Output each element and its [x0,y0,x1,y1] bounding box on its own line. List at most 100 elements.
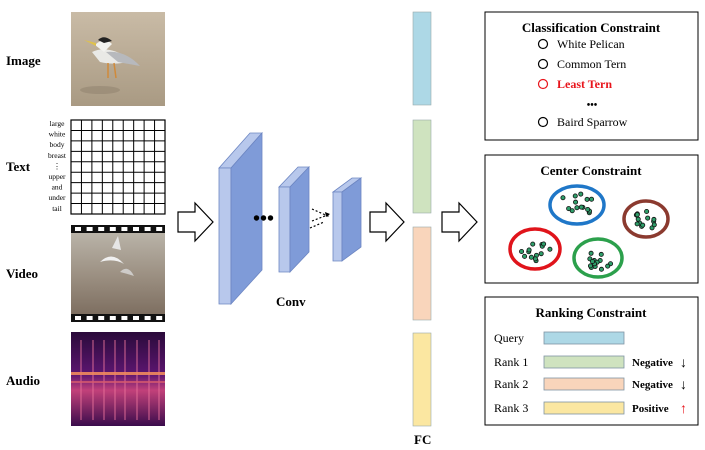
rank-tag: Positive [632,403,669,415]
rank-row-label: Query [494,331,524,345]
cluster-point [585,206,591,212]
cluster-point [528,254,534,260]
cluster-point [584,196,590,202]
cluster-point [634,212,640,218]
cluster-ring [572,237,624,279]
rank-feature-bar [543,331,625,345]
cluster-point [569,208,575,214]
video-thumbnail [71,225,165,322]
modality-label-text: Text [6,159,31,174]
text-word: large [50,119,66,128]
rank-row-label: Rank 3 [494,401,528,415]
text-word: breast [48,151,67,160]
cluster-point [634,221,640,227]
cluster-point [589,196,595,202]
cluster-point [532,256,538,262]
cluster-point [651,216,657,222]
cluster-point [541,241,547,247]
rank-tag: Negative [632,379,673,391]
cluster-point [645,215,651,221]
fc-segment-1 [412,11,432,106]
text-word: body [50,140,65,149]
cluster-point [578,204,584,210]
cluster-ring [622,199,670,239]
text-word: under [48,193,66,202]
arrow-down-icon: ↓ [680,378,687,393]
cluster-point [572,193,578,199]
rank-feature-bar [543,377,625,391]
cluster-point [526,247,532,253]
class-item-label: Common Tern [557,57,626,71]
cluster-point [589,258,595,264]
cluster-point [635,216,641,222]
rank-feature-bar [543,355,625,369]
arrow-to-conv [177,201,214,243]
class-item-label: White Pelican [557,37,625,51]
cluster-point [573,199,579,205]
center-title: Center Constraint [540,163,642,178]
cluster-point [598,251,604,257]
class-radio-icon [537,58,549,70]
text-word: upper [48,172,66,181]
conv-block-2 [278,165,310,274]
audio-spectrogram [71,332,165,426]
fc-segment-3 [412,226,432,321]
cluster-ring [508,227,562,271]
conv-block-3 [331,177,363,262]
cluster-point [574,205,580,211]
rank-feature-bar [543,401,625,415]
cluster-point [578,191,584,197]
fc-label: FC [414,432,431,447]
arrow-to-fc [369,201,405,243]
arrow-up-icon: ↑ [680,402,687,417]
fc-layer [412,11,432,427]
modality-label-audio: Audio [6,373,40,388]
conv-dropout-arrows [309,208,331,229]
modality-label-video: Video [6,266,38,281]
conv-block-1 [218,131,263,306]
cluster-point [640,222,646,228]
text-grid [70,119,166,215]
cluster-point [519,248,525,254]
text-word: and [52,183,63,192]
text-word: white [49,130,66,139]
cluster-point [538,251,544,257]
classification-title: Classification Constraint [522,20,661,35]
class-ellipsis: ••• [587,100,598,111]
cluster-point [560,195,566,201]
fc-segment-2 [412,119,432,214]
arrow-down-icon: ↓ [680,356,687,371]
cluster-point [547,246,553,252]
cluster-ring [548,184,606,226]
cluster-point [566,206,572,212]
class-item-label: Baird Sparrow [557,115,628,129]
cluster-point [522,253,528,259]
conv-label: Conv [276,294,306,309]
rank-tag: Negative [632,357,673,369]
arrow-to-constraints [441,201,478,243]
class-radio-icon [537,78,549,90]
text-word: ⋮ [53,161,61,170]
ranking-title: Ranking Constraint [536,305,648,320]
conv-ellipsis: ••• [253,208,274,230]
cluster-point [587,263,593,269]
classification-constraint-panel: Classification Constraint White PelicanC… [484,11,699,141]
cluster-point [598,266,604,272]
rank-row-label: Rank 2 [494,377,528,391]
cluster-point [644,208,650,214]
cluster-point [588,250,594,256]
cluster-point [605,263,611,269]
class-radio-icon [537,38,549,50]
image-thumbnail [71,12,165,106]
fc-segment-4 [412,332,432,427]
class-item-label: Least Tern [557,77,612,91]
cluster-point [530,241,536,247]
text-word: tail [52,204,62,213]
rank-row-label: Rank 1 [494,355,528,369]
modality-label-image: Image [6,53,41,68]
class-radio-icon [537,116,549,128]
cluster-point [651,222,657,228]
